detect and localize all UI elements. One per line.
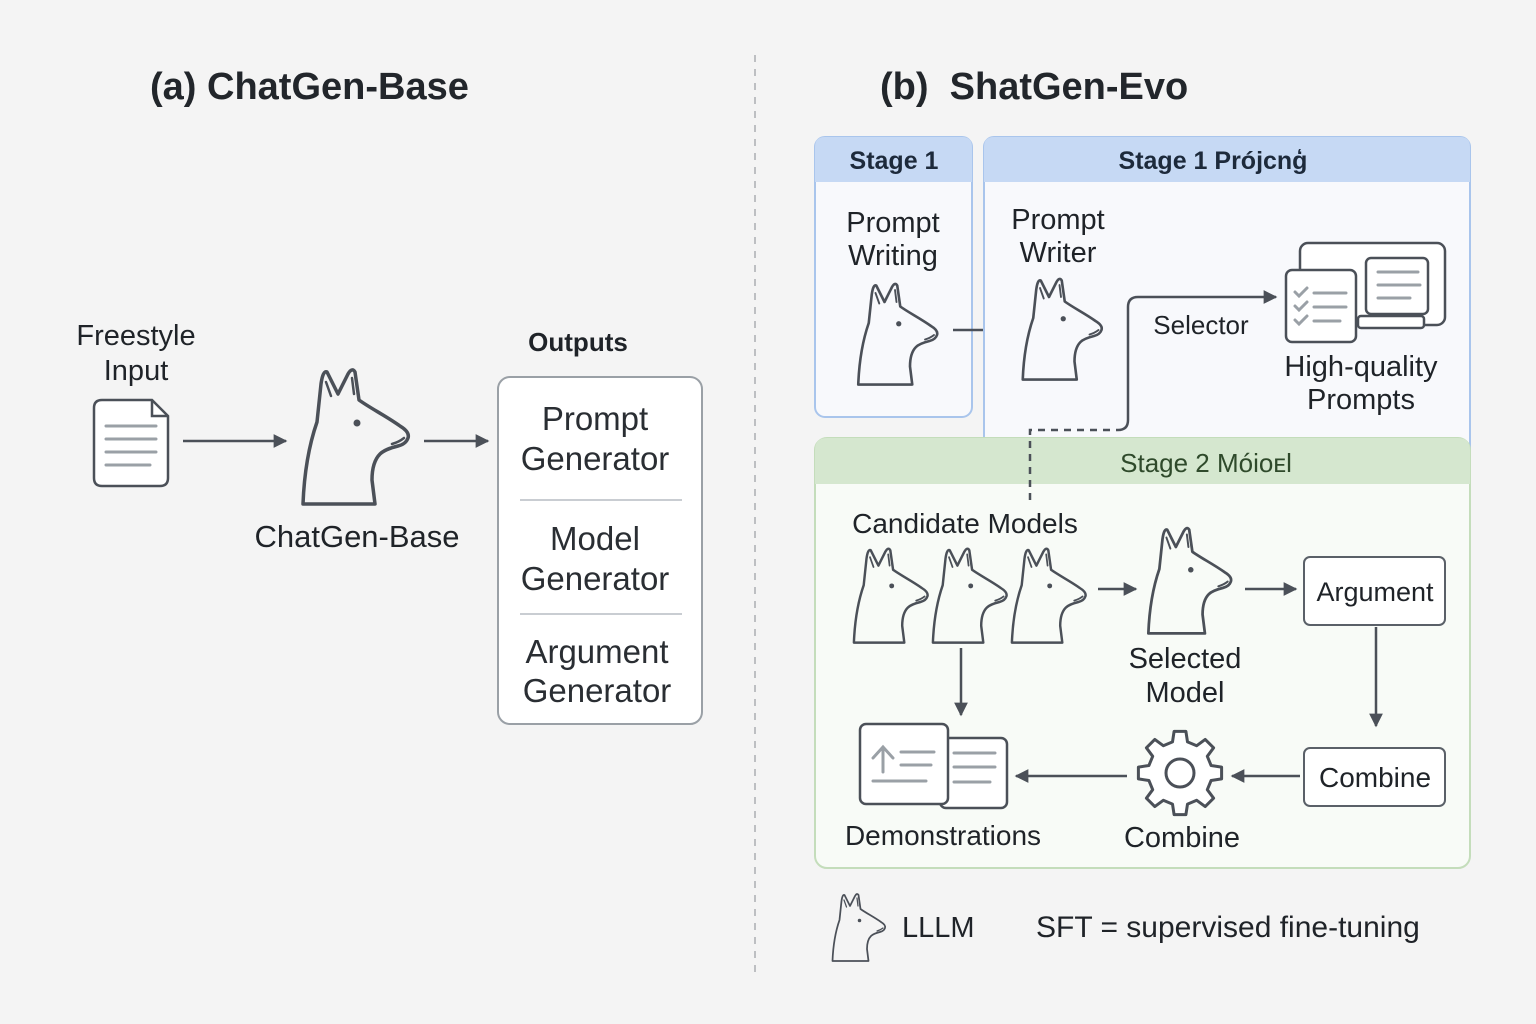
legend: LLLM SFT = supervised fine-tuning: [831, 893, 1420, 962]
prompt-writer-line-2: Writer: [1020, 237, 1097, 269]
demonstrations-icon: [858, 722, 1009, 810]
outputs-label: Outputs: [528, 327, 628, 357]
input-label-line-1: Freestyle: [76, 320, 195, 352]
stage1-projecting-header-band: [984, 137, 1470, 182]
legend-llm-label: LLLM: [902, 912, 975, 944]
selector-dashed-connector: [1028, 428, 1118, 500]
outputs-box: Prompt Generator Model Generator Argumen…: [497, 376, 703, 725]
input-label-line-2: Input: [104, 355, 169, 387]
model-label: ChatGen-Base: [254, 519, 459, 554]
combine-box-label: Combine: [1319, 762, 1431, 793]
demonstrations-label: Demonstrations: [845, 820, 1041, 851]
prompt-writing-line-1: Prompt: [846, 207, 939, 239]
output-item-prompt-line-1: Prompt: [542, 400, 648, 437]
candidate-models-label: Candidate Models: [852, 508, 1078, 539]
stage2-header: Stage 2 Móioᴇl: [1120, 448, 1292, 478]
combine-box: [1303, 747, 1446, 807]
gear-icon: [1136, 729, 1224, 817]
selected-model-line-1: Selected: [1129, 643, 1242, 675]
stage2-header-band: [815, 438, 1470, 484]
selected-model-line-2: Model: [1146, 677, 1225, 709]
panel-b-title: (b) ShatGen-Evo: [880, 66, 1188, 108]
argument-box-label: Argument: [1316, 577, 1434, 607]
selector-arrow: [1117, 290, 1278, 432]
selector-label: Selector: [1153, 310, 1249, 340]
stage1-projecting-box: Stage 1 Prójcnģ Prompt Writer Selector H…: [983, 136, 1471, 468]
output-item-model-line-2: Generator: [521, 560, 670, 597]
gear-label: Combine: [1124, 822, 1240, 854]
argument-box: [1303, 556, 1446, 626]
panel-a-title: (a) ChatGen-Base: [150, 66, 469, 108]
document-stack-icon: [1284, 241, 1447, 344]
output-item-argument-line-2: Generator: [523, 672, 672, 709]
stage1-box: Stage 1 Prompt Writing: [814, 136, 973, 418]
legend-sft-note: SFT = supervised fine-tuning: [1036, 911, 1420, 944]
output-item-model-line-1: Model: [550, 520, 640, 557]
stage1-header: Stage 1: [850, 147, 939, 175]
stage1-header-band: [815, 137, 972, 182]
prompt-writer-line-1: Prompt: [1011, 204, 1104, 236]
output-item-argument-line-1: Argument: [525, 633, 668, 670]
high-quality-prompts-line-2: Prompts: [1307, 384, 1415, 416]
high-quality-prompts-line-1: High-quality: [1284, 351, 1438, 383]
document-icon: [92, 398, 170, 488]
stage2-box: Stage 2 Móioᴇl Candidate Models Selected…: [814, 437, 1471, 869]
prompt-writing-line-2: Writing: [848, 240, 938, 272]
output-item-prompt-line-2: Generator: [521, 440, 670, 477]
stage1-projecting-header: Stage 1 Prójcnģ: [1119, 147, 1308, 175]
